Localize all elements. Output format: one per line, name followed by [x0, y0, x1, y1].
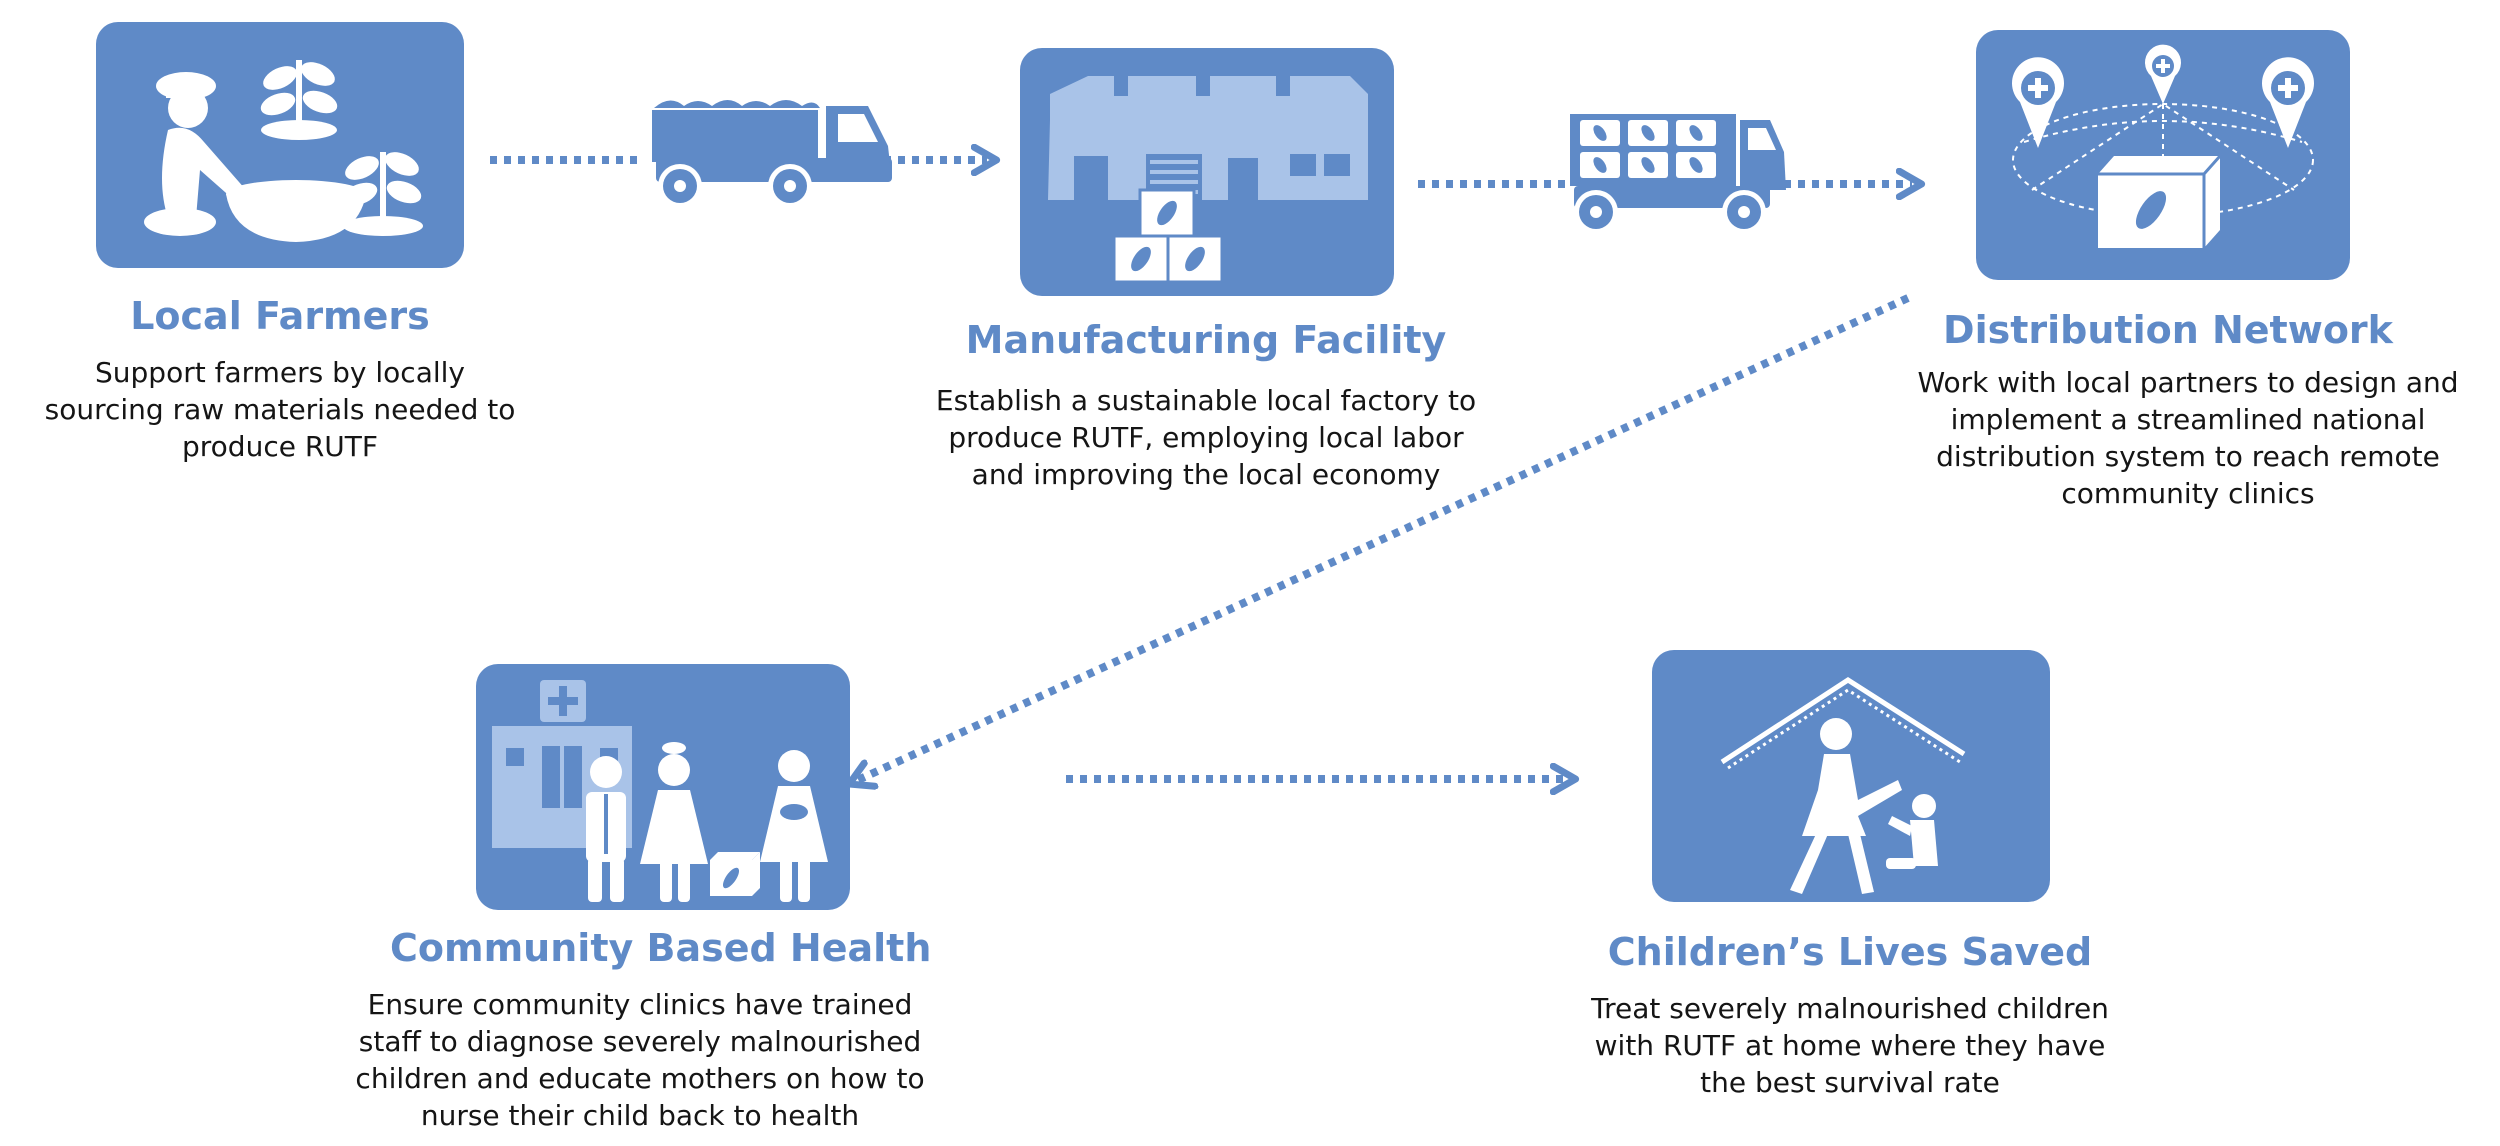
stage-title: Community Based Health	[390, 926, 932, 970]
location-pin-icon	[2012, 57, 2064, 148]
doctor-figure-icon	[586, 756, 626, 902]
description-line: distribution system to reach remote	[1936, 440, 2440, 473]
mother-figure-icon	[1790, 718, 1902, 894]
connector-distribution-to-health	[858, 294, 1910, 780]
description-line: sourcing raw materials needed to	[44, 393, 516, 426]
stage-title: Distribution Network	[1943, 308, 2393, 352]
stage-card-childrens-lives-saved	[1652, 650, 2050, 902]
stage-card-distribution-network	[1976, 30, 2350, 280]
farmer-crops-icon	[144, 60, 423, 242]
description-line: nurse their child back to health	[420, 1099, 860, 1132]
stage-title: Local Farmers	[130, 294, 430, 338]
description-line: Ensure community clinics have trained	[367, 988, 913, 1021]
factory-boxes-icon	[1048, 76, 1368, 284]
description-line: the best survival rate	[1700, 1066, 2000, 1099]
truck-raw-materials-icon	[652, 100, 892, 208]
description-line: produce RUTF, employing local labor	[948, 421, 1464, 454]
child-figure-icon	[1886, 794, 1938, 869]
stage-description: Work with local partners to design and i…	[1888, 364, 2488, 512]
rutf-boxes-icon	[1112, 188, 1224, 284]
description-line: implement a streamlined national	[1950, 403, 2426, 436]
stage-description: Treat severely malnourished children wit…	[1550, 990, 2150, 1101]
description-line: and improving the local economy	[971, 458, 1441, 491]
description-line: staff to diagnose severely malnourished	[358, 1025, 922, 1058]
stage-title: Manufacturing Facility	[965, 318, 1447, 362]
truck-rutf-packets-icon	[1570, 114, 1786, 234]
mother-with-baby-icon	[760, 750, 828, 902]
rutf-package-icon	[2098, 155, 2222, 248]
stage-description: Establish a sustainable local factory to…	[906, 382, 1506, 493]
description-line: children and educate mothers on how to	[355, 1062, 925, 1095]
location-pin-icon	[2262, 57, 2314, 148]
description-line: Support farmers by locally	[95, 356, 465, 389]
stage-card-manufacturing-facility	[1020, 48, 1394, 296]
map-pins-network-icon	[2012, 44, 2314, 248]
description-line: Work with local partners to design and	[1917, 366, 2459, 399]
stage-card-local-farmers	[96, 22, 464, 268]
rutf-box-icon	[710, 852, 760, 896]
roof-icon	[1720, 677, 1966, 770]
clinic-staff-icon	[492, 680, 828, 902]
location-pin-icon	[2145, 44, 2181, 104]
mother-child-home-icon	[1720, 677, 1966, 894]
stage-description: Support farmers by locally sourcing raw …	[30, 354, 530, 465]
description-line: Treat severely malnourished children	[1591, 992, 2109, 1025]
description-line: community clinics	[2061, 477, 2315, 510]
stage-title: Children’s Lives Saved	[1607, 930, 2093, 974]
nurse-figure-icon	[640, 742, 708, 902]
description-line: produce RUTF	[182, 430, 378, 463]
stage-description: Ensure community clinics have trained st…	[340, 986, 940, 1134]
description-line: with RUTF at home where they have	[1594, 1029, 2106, 1062]
description-line: Establish a sustainable local factory to	[935, 384, 1477, 417]
stage-card-community-based-health	[476, 664, 850, 910]
